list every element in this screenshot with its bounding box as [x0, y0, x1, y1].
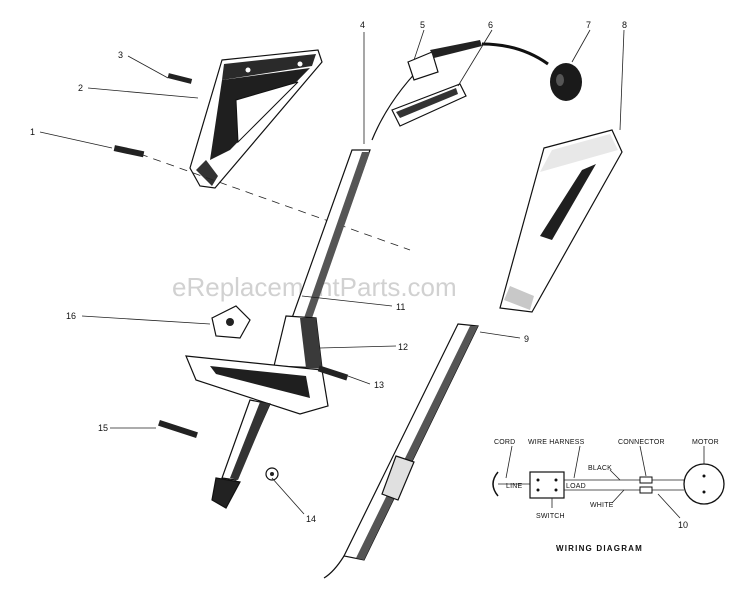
wiring-label-load: LOAD: [566, 483, 586, 490]
screw-13: [317, 365, 349, 381]
screw-3: [167, 73, 193, 84]
part-label-5: 5: [420, 20, 425, 30]
wiring-label-cord: CORD: [494, 439, 515, 446]
nut-14: [265, 467, 279, 481]
part-label-4: 4: [360, 20, 365, 30]
part-label-3: 3: [118, 50, 123, 60]
part-label-9: 9: [524, 334, 529, 344]
shaft-collar: [273, 315, 323, 369]
switch-trigger-6: [391, 83, 467, 127]
wiring-label-white: WHITE: [590, 502, 614, 509]
left-handle-half: [189, 49, 323, 189]
connector-symbol: [639, 476, 653, 484]
lower-right-shaft: [323, 323, 479, 579]
motor-symbol: [683, 463, 725, 505]
part-label-16: 16: [66, 311, 76, 321]
wiring-label-switch: SWITCH: [536, 513, 565, 520]
switch-5: [407, 40, 482, 81]
wiring-diagram: CORD WIRE HARNESS CONNECTOR MOTOR LINE L…: [492, 439, 725, 553]
bracket-16: [211, 305, 251, 339]
part-label-15: 15: [98, 423, 108, 433]
switch-box: [529, 471, 565, 499]
part-label-11: 11: [396, 302, 405, 312]
wiring-label-wire-harness: WIRE HARNESS: [528, 439, 585, 446]
power-cord-7: [481, 42, 582, 101]
part-label-7: 7: [586, 20, 591, 30]
front-handle-loop: [185, 355, 329, 415]
part-number-labels: 1 2 3 4 5 6 7 8 9 10 11 12 13 14 15 16: [30, 20, 688, 530]
part-label-10: 10: [678, 520, 688, 530]
screw-15: [158, 419, 198, 439]
wiring-label-motor: MOTOR: [692, 439, 719, 446]
wiring-label-line: LINE: [506, 483, 522, 490]
wiring-label-connector: CONNECTOR: [618, 439, 665, 446]
lower-shaft: [211, 399, 271, 509]
cord-plug-symbol: [492, 471, 499, 497]
part-label-12: 12: [398, 342, 408, 352]
part-label-8: 8: [622, 20, 627, 30]
screw-1: [113, 145, 145, 158]
part-label-6: 6: [488, 20, 493, 30]
alignment-line: [139, 153, 411, 251]
wiring-diagram-title: WIRING DIAGRAM: [556, 544, 643, 553]
right-handle-half: [499, 129, 623, 313]
wiring-label-black: BLACK: [588, 465, 612, 472]
leader-lines: [39, 29, 625, 515]
part-label-13: 13: [374, 380, 384, 390]
part-label-14: 14: [306, 514, 316, 524]
part-label-2: 2: [78, 83, 83, 93]
part-label-1: 1: [30, 127, 35, 137]
